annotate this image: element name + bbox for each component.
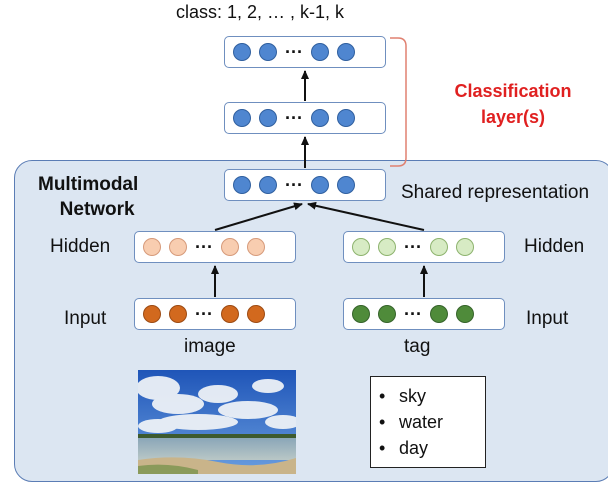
node-icon — [233, 109, 251, 127]
node-icon — [337, 176, 355, 194]
shared-representation-layer: ··· — [224, 169, 386, 201]
node-icon — [311, 109, 329, 127]
node-icon — [378, 238, 396, 256]
node-icon — [233, 43, 251, 61]
image-hidden-layer: ··· — [134, 231, 296, 263]
multimodal-network-panel — [14, 160, 608, 482]
landscape-photo — [138, 370, 296, 474]
class-labels: class: 1, 2, … , k-1, k — [176, 2, 345, 22]
node-icon — [247, 238, 265, 256]
ellipsis: ··· — [195, 237, 213, 257]
classification-label-line1: Classification — [454, 81, 572, 101]
node-icon — [247, 305, 265, 323]
node-icon — [259, 176, 277, 194]
node-icon — [456, 305, 474, 323]
ellipsis: ··· — [285, 175, 303, 195]
node-icon — [221, 305, 239, 323]
node-icon — [143, 305, 161, 323]
classification-label: Classification layer(s) — [438, 78, 588, 130]
shared-representation-label: Shared representation — [401, 182, 590, 203]
node-icon — [352, 305, 370, 323]
node-icon — [311, 43, 329, 61]
hidden-left-label: Hidden — [50, 236, 111, 257]
classification-bracket — [390, 37, 407, 167]
node-icon — [456, 238, 474, 256]
image-input-layer: ··· — [134, 298, 296, 330]
node-icon — [169, 305, 187, 323]
network-title-line1: Multimodal — [38, 174, 139, 195]
ellipsis: ··· — [404, 304, 422, 324]
ellipsis: ··· — [285, 108, 303, 128]
classification-hidden-layer: ··· — [224, 102, 386, 134]
node-icon — [221, 238, 239, 256]
node-icon — [311, 176, 329, 194]
node-icon — [352, 238, 370, 256]
network-title-line2: Network — [59, 199, 135, 220]
node-icon — [378, 305, 396, 323]
tag-list: sky water day — [371, 383, 485, 461]
tag-label: tag — [404, 336, 431, 357]
arrow-tag-hidden-to-shared — [307, 201, 425, 231]
node-icon — [169, 238, 187, 256]
classification-label-line2: layer(s) — [480, 107, 546, 127]
arrow-image-hidden-to-shared — [214, 202, 303, 231]
tag-input-layer: ··· — [343, 298, 505, 330]
tag-item: sky — [379, 383, 485, 409]
node-icon — [430, 238, 448, 256]
input-right-label: Input — [526, 308, 569, 329]
input-left-label: Input — [64, 308, 107, 329]
hidden-right-label: Hidden — [524, 236, 585, 257]
node-icon — [337, 109, 355, 127]
output-layer: ··· — [224, 36, 386, 68]
tag-list-box: sky water day — [370, 376, 486, 468]
node-icon — [430, 305, 448, 323]
tag-item: day — [379, 435, 485, 461]
tag-hidden-layer: ··· — [343, 231, 505, 263]
node-icon — [233, 176, 251, 194]
ellipsis: ··· — [404, 237, 422, 257]
ellipsis: ··· — [195, 304, 213, 324]
network-title: Multimodal Network — [38, 172, 138, 222]
node-icon — [259, 109, 277, 127]
ellipsis: ··· — [285, 42, 303, 62]
node-icon — [259, 43, 277, 61]
tag-item: water — [379, 409, 485, 435]
image-label: image — [184, 336, 236, 357]
node-icon — [337, 43, 355, 61]
node-icon — [143, 238, 161, 256]
